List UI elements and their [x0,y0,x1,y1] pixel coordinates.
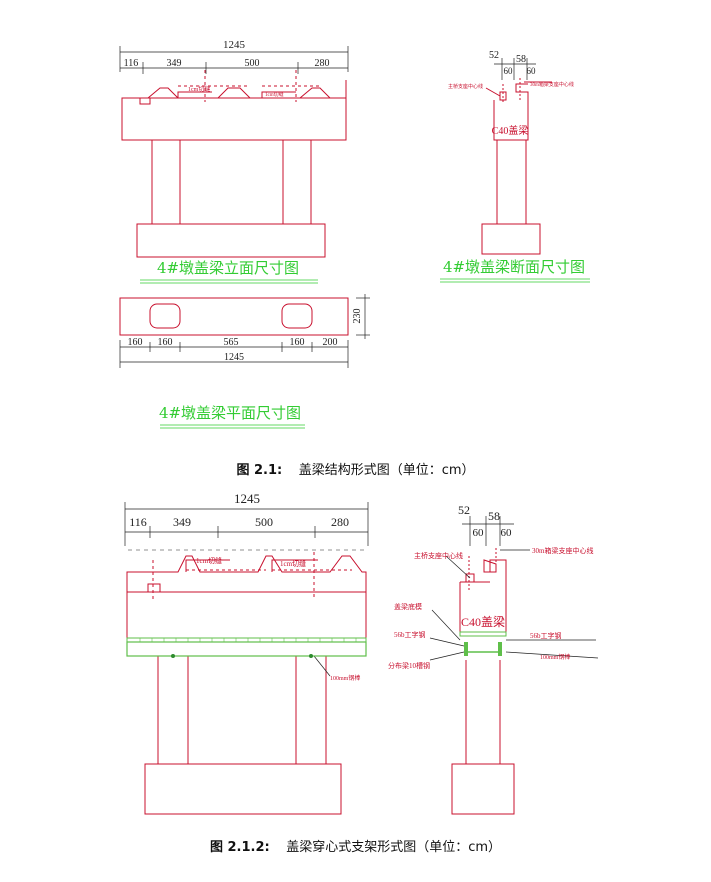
fig1-elev-title: 4#墩盖梁立面尺寸图 [157,259,299,277]
fig2-sec-d1: 52 [458,503,470,517]
fig1-sec-lbl-right: 30m箱梁支座中心线 [530,81,574,88]
fig2-elev-total: 1245 [234,491,260,506]
fig2-elev-d4: 280 [331,515,349,529]
fig2-sec-ibeam-right: 56b工字钢 [530,631,562,640]
fig1-elevation [119,46,349,258]
fig1-elev-d2: 349 [167,58,182,69]
fig1-elev-joint1: 1cm切缝 [188,85,210,93]
fig1-sec-d2: 58 [516,54,526,65]
fig2-sec-form: 盖梁底模 [394,602,422,611]
fig2-elev-d3: 500 [255,515,273,529]
fig2-sec-d2: 58 [488,509,500,523]
fig2-sec-ibeam-left: 56b工字钢 [394,630,426,639]
fig1-caption-text: 盖梁结构形式图（单位：cm） [298,463,475,478]
fig2-sec-channel: 分布梁10槽钢 [388,661,430,670]
fig2-elev-joint2: 1cm切缝 [280,559,306,568]
fig1-elev-total: 1245 [223,39,246,51]
fig1-elev-joint2: 1cm切缝 [265,91,284,98]
fig2-elev-rod: 100mm钢棒 [330,674,360,682]
fig1-plan-height: 230 [352,309,363,324]
fig2-elevation [124,502,369,815]
fig1-plan-d4: 160 [290,337,305,348]
fig2-elev-d2: 349 [173,515,191,529]
fig2-sec-d3: 60 [473,527,485,539]
fig1-plan-d5: 200 [323,337,338,348]
fig1-sec-title: 4#墩盖梁断面尺寸图 [443,258,585,276]
fig1-elev-d3: 500 [245,58,260,69]
fig2-sec-lbl-right: 30m箱梁支座中心线 [532,546,593,555]
fig1-elev-d1: 116 [124,58,139,69]
fig1-section [481,58,552,255]
fig2-steel-members [126,631,507,658]
fig1-sec-lbl-left: 主桥支座中心线 [448,83,483,90]
fig1-sec-body: C40盖梁 [492,124,529,137]
fig2-caption: 图 2.1.2: 盖梁穿心式支架形式图（单位：cm） [0,836,711,855]
fig1-plan [119,294,370,368]
fig1-plan-d1: 160 [128,337,143,348]
fig1-caption-label: 图 2.1: [236,463,283,478]
fig1-plan-d3: 565 [224,337,239,348]
fig2-sec-rod: 100mm钢棒 [540,653,570,661]
fig2-caption-label: 图 2.1.2: [209,840,270,855]
fig2-caption-text: 盖梁穿心式支架形式图（单位：cm） [286,840,502,855]
fig2-elev-joint1: 1cm切缝 [196,556,222,565]
fig2-section [429,516,599,815]
fig2-elev-d1: 116 [129,515,147,529]
fig2-sec-lbl-left: 主桥支座中心线 [414,551,463,560]
fig1-sec-d3: 60 [504,66,514,76]
fig1-plan-total: 1245 [224,352,244,363]
fig1-plan-d2: 160 [158,337,173,348]
fig1-sec-d1: 52 [489,50,499,61]
fig2-sec-d4: 60 [501,527,513,539]
fig1-elev-d4: 280 [315,58,330,69]
fig1-caption: 图 2.1: 盖梁结构形式图（单位：cm） [0,459,711,478]
fig1-plan-title: 4#墩盖梁平面尺寸图 [159,404,301,422]
fig1-sec-d4: 60 [527,66,537,76]
fig2-sec-body: C40盖梁 [461,614,505,629]
